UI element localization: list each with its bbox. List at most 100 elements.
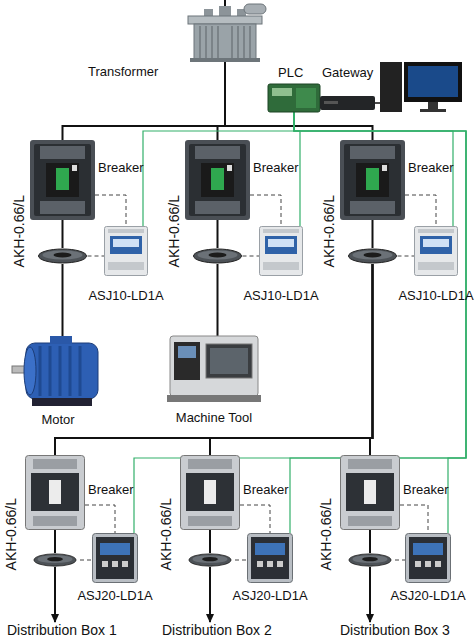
plc-strip [272,88,292,96]
device-label: AKH-0.66/L [167,195,182,267]
plc-module [296,88,316,108]
motor-icon [12,336,98,406]
power-line [210,264,373,455]
transformer-node: Transformer [182,6,268,62]
signal-wire [250,195,281,226]
power-line [369,530,371,553]
breaker-icon [340,140,405,220]
device-label: Breaker [408,160,454,175]
gateway-node: Gateway [320,96,375,110]
ct-node: AKH-0.66/L [193,248,243,264]
power-line [217,220,219,248]
signal-wire [235,560,247,561]
device-label: ASJ20-LD1A [390,588,465,603]
breaker-node: Breaker [340,455,400,530]
ct-icon [194,249,242,263]
power-line [62,220,64,248]
control-wire [134,112,466,533]
relay-icon [260,227,303,276]
relay-icon [406,534,451,583]
motor-endcap [24,347,36,395]
control-panel [174,342,200,380]
motor-node: Motor [12,336,98,406]
device-label: AKH-0.66/L [159,498,174,570]
plc-node: PLC [268,84,320,112]
control-wire [294,112,466,533]
device-label: Breaker [253,160,299,175]
device-label: Transformer [88,64,158,79]
signal-wire [395,560,405,561]
device-label: ASJ10-LD1A [243,288,318,303]
distribution-box-node: Distribution Box 1 [7,622,142,638]
computer-icon [380,62,462,112]
monitor-screen [408,66,458,97]
breaker-icon [26,456,85,530]
device-label: AKH-0.66/L [322,195,337,267]
power-line [63,62,226,140]
monitor [404,62,462,102]
relay-node: ASJ20-LD1A [92,533,138,583]
machine-body [170,336,258,396]
tank-top [188,16,262,24]
breaker-icon [181,456,240,530]
device-label: AKH-0.66/L [319,498,334,570]
relay-node: ASJ20-LD1A [247,533,293,583]
conservator [244,4,266,14]
ct-icon [39,249,87,263]
device-label: Breaker [98,160,144,175]
plc-body [268,84,320,112]
control-screen [178,346,196,358]
gateway-led [324,101,338,104]
relay-icon [105,227,148,276]
gateway-body [320,96,375,110]
relay-icon [415,227,458,276]
device-label: Motor [41,412,74,427]
ct-icon [349,554,391,566]
ct-icon [34,554,76,566]
device-label: Distribution Box 3 [340,622,450,638]
plc-icon [268,84,320,112]
signal-wire [85,505,115,533]
machine-window [206,344,252,378]
power-line [62,264,64,336]
transformer-icon [188,4,266,62]
distribution-box-node: Distribution Box 3 [340,622,474,638]
breaker-node: Breaker [180,455,240,530]
signal-wire [405,195,436,226]
device-label: Breaker [88,482,134,497]
signal-wire [95,195,126,226]
device-label: AKH-0.66/L [4,498,19,570]
device-label: Breaker [243,482,289,497]
device-label: Distribution Box 1 [7,622,117,638]
distribution-box-node: Distribution Box 2 [162,622,297,638]
control-wire [290,112,466,533]
power-line [209,530,211,553]
signal-wire [240,505,270,533]
relay-icon [93,534,138,583]
power-line [218,62,226,140]
breaker-icon [185,140,250,220]
power-line [217,264,219,336]
signal-wire [88,256,105,257]
relay-node: ASJ10-LD1A [104,226,148,276]
breaker-icon [30,140,95,220]
ct-icon [349,249,397,263]
tank [194,24,256,60]
monitor-stand [428,102,438,109]
power-line [370,264,373,455]
machine-glass [210,348,248,374]
power-line [54,530,56,553]
power-line [372,220,374,248]
motor-fins [40,346,80,396]
device-label: Distribution Box 2 [162,622,272,638]
computer-tower [380,62,402,112]
motor-feet [32,398,92,406]
ct-node: AKH-0.66/L [185,553,235,567]
machine-tool-icon [167,336,261,402]
relay-icon [248,534,293,583]
signal-wire [80,560,92,561]
device-label: ASJ10-LD1A [398,288,473,303]
device-label: Machine Tool [176,410,252,425]
